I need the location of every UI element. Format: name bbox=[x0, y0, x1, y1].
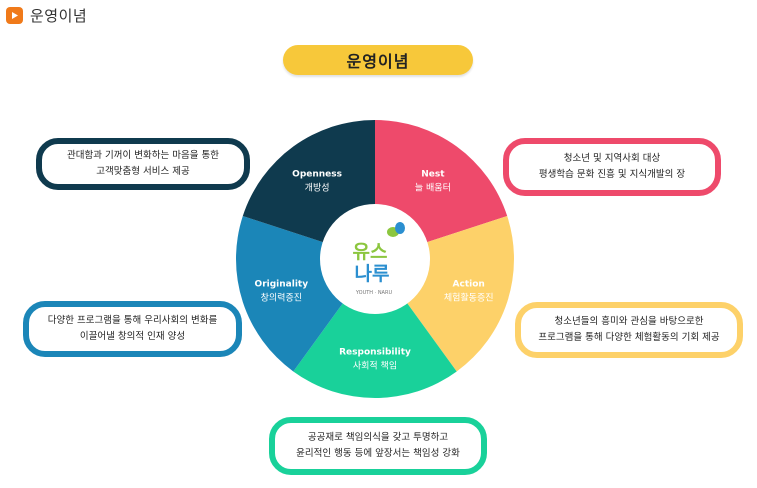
openness-line-1: 관대함과 기꺼이 변화하는 마음을 통한 bbox=[67, 150, 219, 161]
action-line-1: 청소년들의 흥미와 관심을 바탕으로한 bbox=[554, 316, 704, 327]
nest-line-1: 청소년 및 지역사회 대상 bbox=[563, 153, 661, 164]
section-title: 운영이념 bbox=[30, 6, 88, 25]
action-line-2: 프로그램을 통해 다양한 체험활동의 기회 제공 bbox=[538, 332, 720, 343]
responsibility-line-1: 공공재로 책임의식을 갖고 투명하고 bbox=[307, 432, 449, 443]
segment-action bbox=[406, 216, 514, 372]
segment-action-en-label: Action bbox=[453, 279, 485, 289]
segment-originality-en-label: Originality bbox=[255, 279, 309, 289]
responsibility-line-2: 윤리적인 행동 등에 앞장서는 책임성 강화 bbox=[296, 448, 460, 459]
nest-description: 청소년 및 지역사회 대상 평생학습 문화 진흥 및 지식개발의 장 bbox=[503, 138, 721, 196]
originality-line-2: 이끌어낼 창의적 인재 양성 bbox=[79, 331, 186, 342]
originality-description: 다양한 프로그램을 통해 우리사회의 변화를 이끌어낼 창의적 인재 양성 bbox=[23, 301, 242, 357]
logo-subtitle: YOUTH · NARU bbox=[355, 290, 393, 296]
segment-responsibility-ko-label: 사회적 책임 bbox=[353, 360, 397, 372]
segment-nest-ko-label: 늘 배움터 bbox=[415, 182, 451, 193]
segment-nest bbox=[375, 120, 508, 243]
play-icon bbox=[6, 6, 23, 24]
responsibility-description: 공공재로 책임의식을 갖고 투명하고 윤리적인 행동 등에 앞장서는 책임성 강… bbox=[269, 417, 487, 475]
logo-line2: 나루 bbox=[355, 263, 390, 285]
segment-openness-en-label: Openness bbox=[292, 169, 342, 179]
center-logo: 유스 나루 YOUTH · NARU bbox=[353, 222, 405, 296]
segment-responsibility-en-label: Responsibility bbox=[339, 348, 411, 358]
segment-nest-en-label: Nest bbox=[421, 169, 445, 179]
segment-originality bbox=[236, 216, 344, 372]
segment-action-ko-label: 체험활동증진 bbox=[444, 291, 494, 303]
diagram-title: 운영이념 bbox=[283, 45, 473, 75]
segment-openness bbox=[242, 120, 375, 243]
segment-originality-ko-label: 창의력증진 bbox=[261, 291, 302, 303]
segment-openness-ko-label: 개방성 bbox=[305, 182, 330, 193]
section-header: 운영이념 bbox=[6, 5, 87, 25]
openness-description: 관대함과 기꺼이 변화하는 마음을 통한 고객맞춤형 서비스 제공 bbox=[36, 138, 250, 190]
segment-responsibility bbox=[293, 302, 457, 398]
openness-line-2: 고객맞춤형 서비스 제공 bbox=[96, 166, 190, 177]
logo-line1: 유스 bbox=[353, 241, 388, 263]
action-description: 청소년들의 흥미와 관심을 바탕으로한 프로그램을 통해 다양한 체험활동의 기… bbox=[515, 302, 743, 358]
originality-line-1: 다양한 프로그램을 통해 우리사회의 변화를 bbox=[47, 315, 218, 326]
nest-line-2: 평생학습 문화 진흥 및 지식개발의 장 bbox=[538, 169, 686, 180]
